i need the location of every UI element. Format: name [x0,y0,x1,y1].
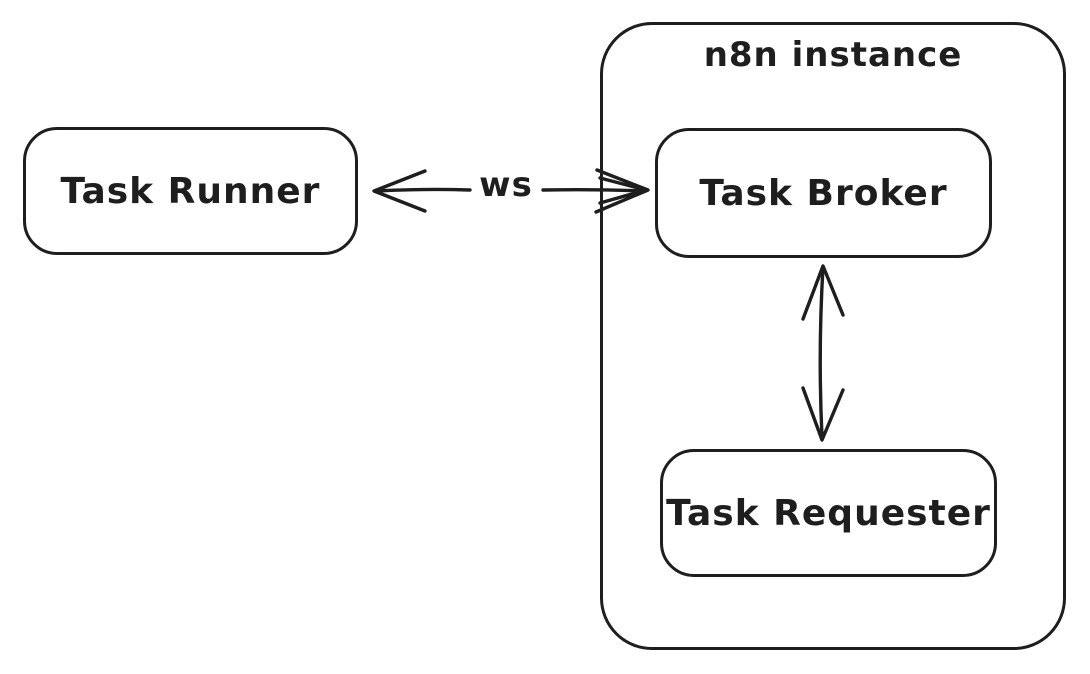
node-task-broker-label: Task Broker [699,172,948,214]
group-n8n-instance-label: n8n instance [703,35,963,75]
node-task-runner: Task Runner [23,127,358,255]
group-n8n-instance: n8n instance [600,22,1066,650]
node-task-runner-label: Task Runner [60,170,321,212]
node-task-broker: Task Broker [655,128,992,258]
node-task-requester-label: Task Requester [666,492,991,534]
edge-ws-label: ws [479,165,533,205]
node-task-requester: Task Requester [660,449,997,577]
